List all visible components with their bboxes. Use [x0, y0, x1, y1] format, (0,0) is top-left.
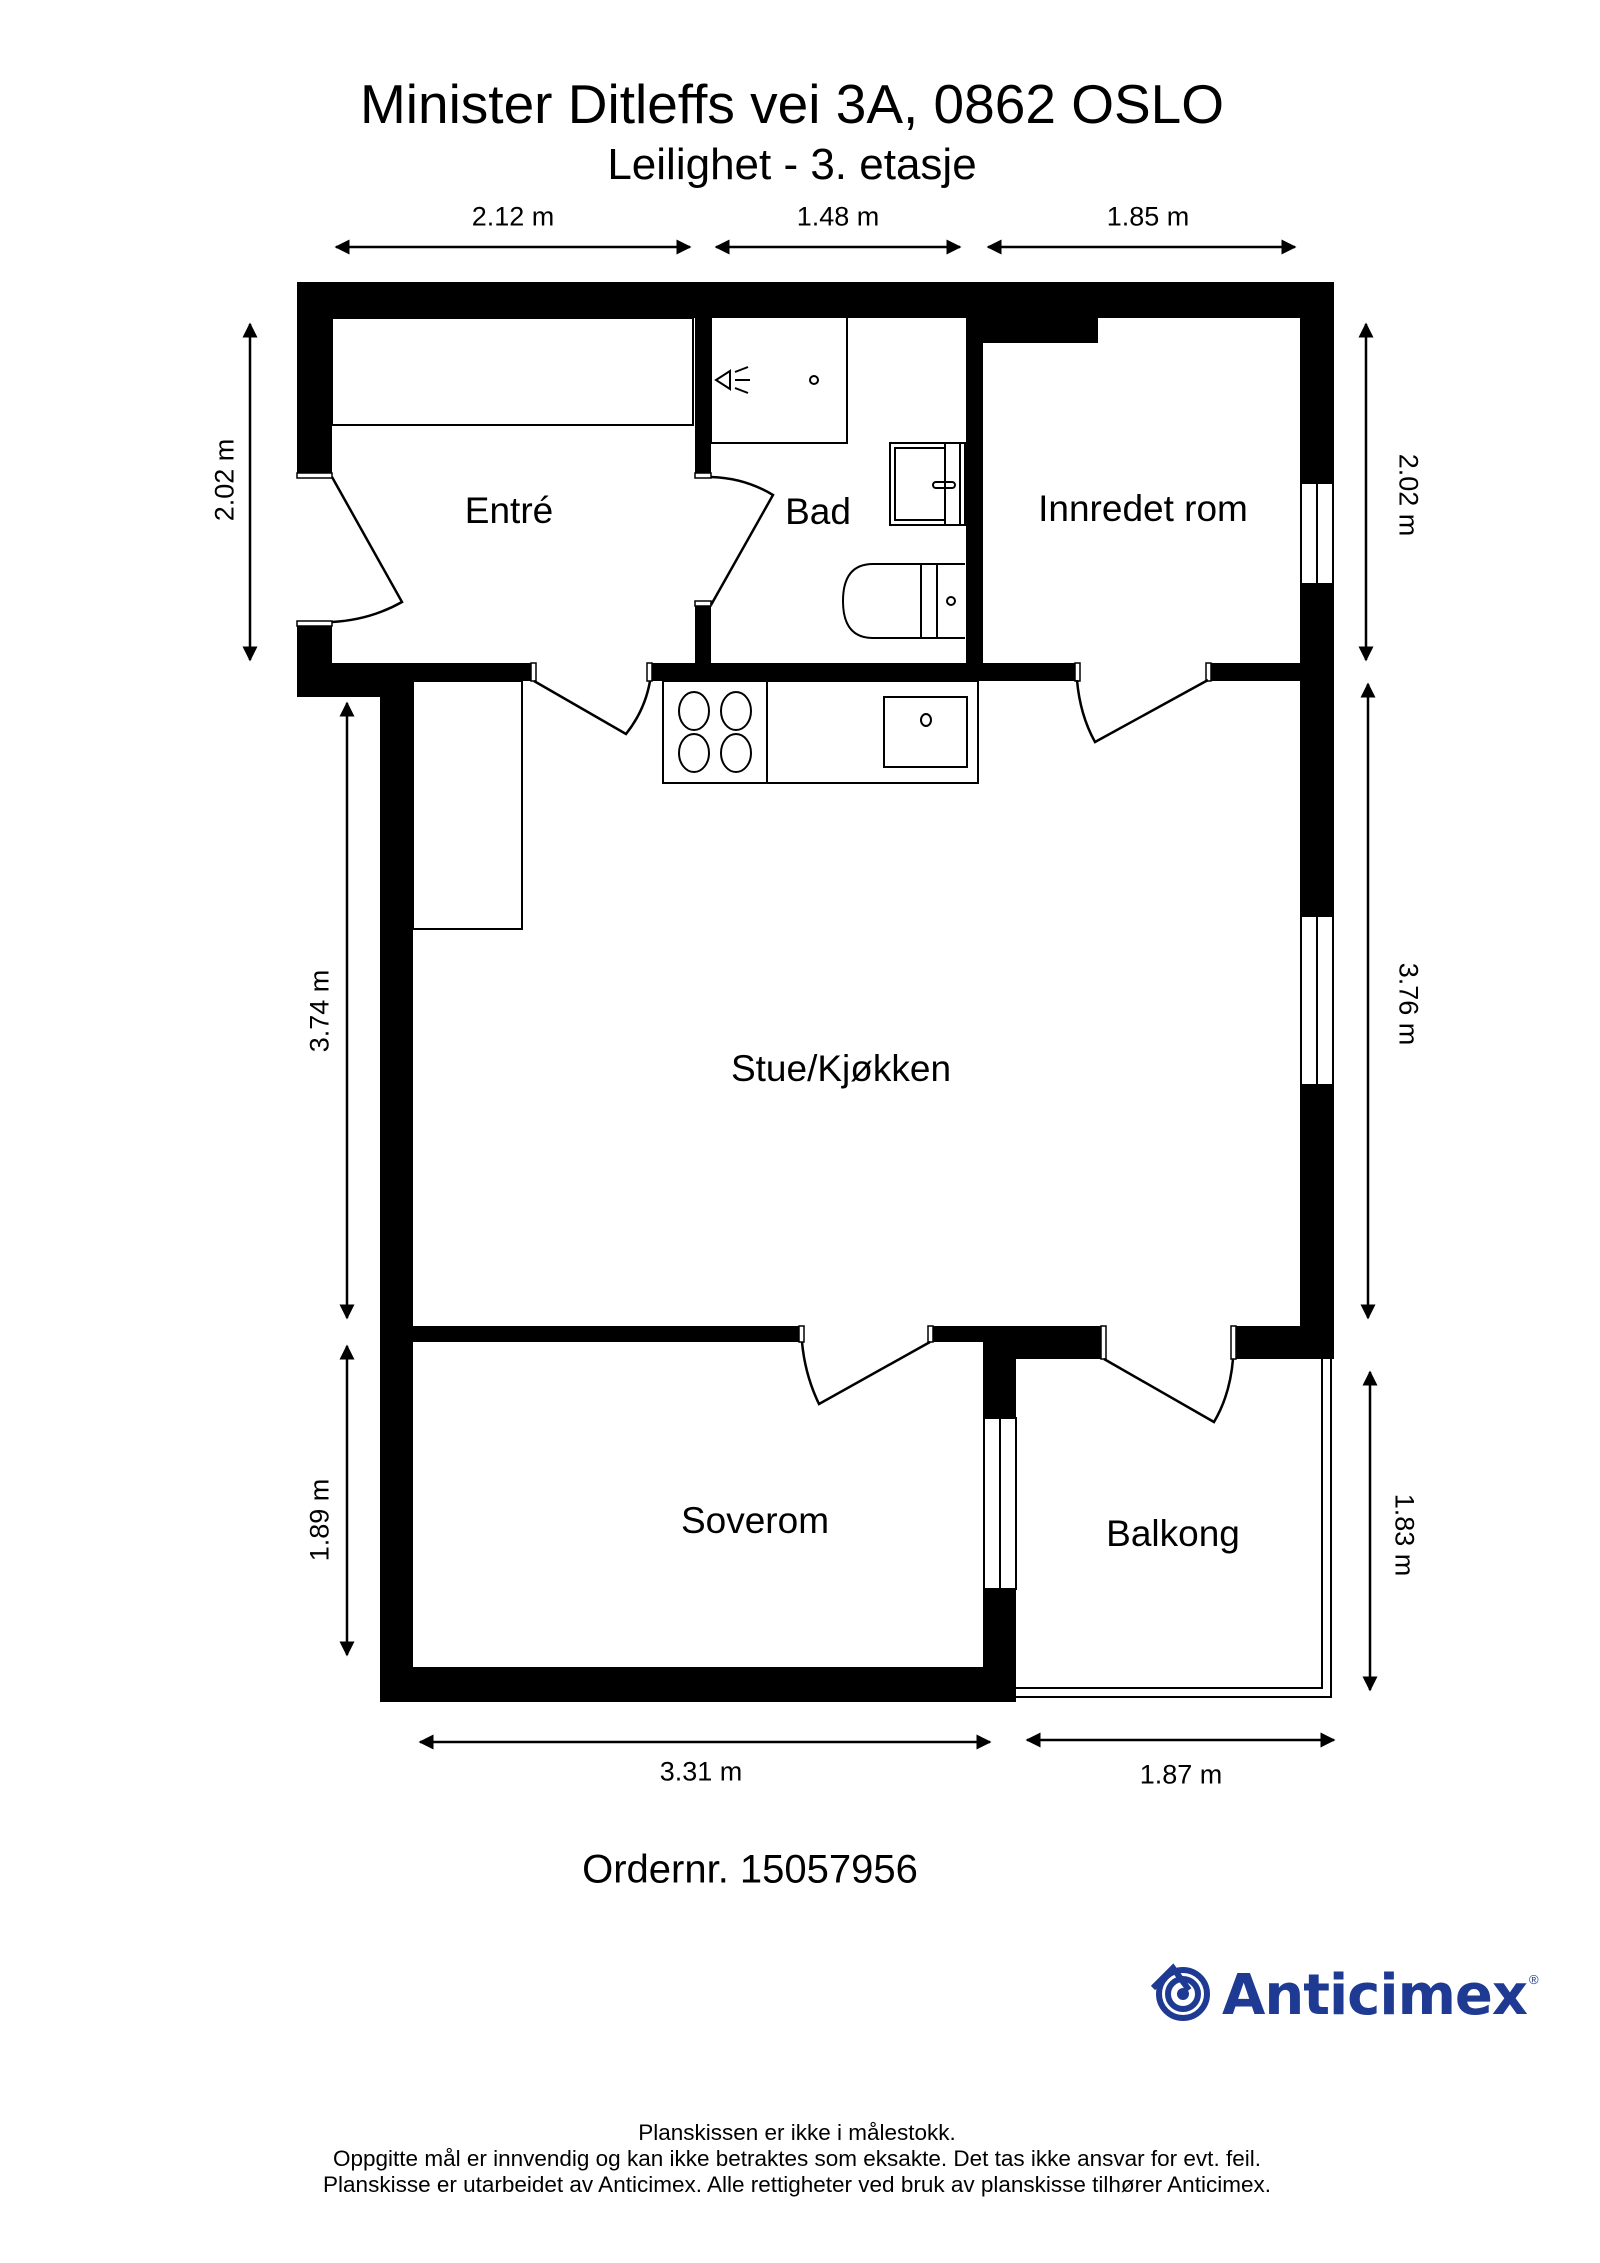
toilet: [841, 563, 965, 639]
footer-disclaimer: Planskissen er ikke i målestokk. Oppgitt…: [0, 2120, 1597, 2198]
walls: [297, 282, 1334, 1702]
dim-top-innredet: 1.85 m: [1106, 201, 1190, 232]
dim-top-bad: 1.48 m: [796, 201, 880, 232]
stove-burner: [720, 733, 752, 773]
soverom-door: [800, 1340, 931, 1406]
page-title: Minister Ditleffs vei 3A, 0862 OSLO: [359, 73, 1225, 135]
room-label-soverom: Soverom: [680, 1500, 830, 1541]
cabinet: [412, 680, 523, 930]
page-subtitle: Leilighet - 3. etasje: [607, 140, 977, 189]
registered-mark: ®: [1529, 1972, 1539, 1987]
room-label-balkong: Balkong: [1106, 1513, 1240, 1554]
bad-door: [709, 475, 775, 606]
room-label-entre: Entré: [464, 490, 554, 531]
dim-top-entre: 2.12 m: [471, 201, 555, 232]
bath-sink: [889, 442, 966, 526]
dim-left-entre: 2.02 m: [209, 438, 240, 522]
closet: [331, 317, 694, 426]
anticimex-logo-icon: [1150, 1963, 1210, 2021]
door-jambs: [296, 472, 1237, 1360]
innredet-door: [1075, 678, 1209, 744]
dim-left-soverom: 1.89 m: [304, 1478, 335, 1562]
balkong-door: [1103, 1357, 1235, 1424]
dim-right-stue: 3.76 m: [1393, 962, 1424, 1046]
order-number: Ordernr. 15057956: [582, 1847, 918, 1892]
shower-head-icon: [714, 366, 750, 394]
stove-burner: [678, 733, 710, 773]
dim-bottom-balkong: 1.87 m: [1139, 1759, 1223, 1790]
stove-burner: [720, 691, 752, 731]
dim-left-stue: 3.74 m: [304, 969, 335, 1053]
doors: [330, 475, 1235, 1424]
kitchen-counter: [662, 680, 979, 784]
room-label-innredet: Innredet rom: [1038, 488, 1248, 529]
room-label-bad: Bad: [785, 491, 851, 532]
anticimex-logo: Anticimex ®: [1158, 1964, 1539, 2028]
logo-text: Anticimex: [1222, 1963, 1528, 2028]
balcony-railing: [1016, 1359, 1323, 1689]
entre-stue-door: [533, 679, 652, 736]
windows: [983, 482, 1334, 1590]
footer-line: Planskissen er ikke i målestokk.: [638, 2120, 956, 2145]
room-label-stue: Stue/Kjøkken: [730, 1048, 952, 1089]
dim-right-balkong: 1.83 m: [1389, 1493, 1420, 1577]
fixtures: [331, 316, 1332, 1698]
dimension-lines: [242, 239, 1378, 1750]
shower-drain-icon: [809, 375, 819, 385]
dim-right-innredet: 2.02 m: [1393, 453, 1424, 537]
shower: [710, 316, 848, 444]
footer-line: Planskisse er utarbeidet av Anticimex. A…: [323, 2172, 1271, 2197]
stove-burner: [678, 691, 710, 731]
dim-bottom-soverom: 3.31 m: [659, 1756, 743, 1787]
footer-line: Oppgitte mål er innvendig og kan ikke be…: [333, 2146, 1261, 2171]
kitchen-sink: [883, 696, 968, 768]
entry-door: [330, 476, 404, 624]
